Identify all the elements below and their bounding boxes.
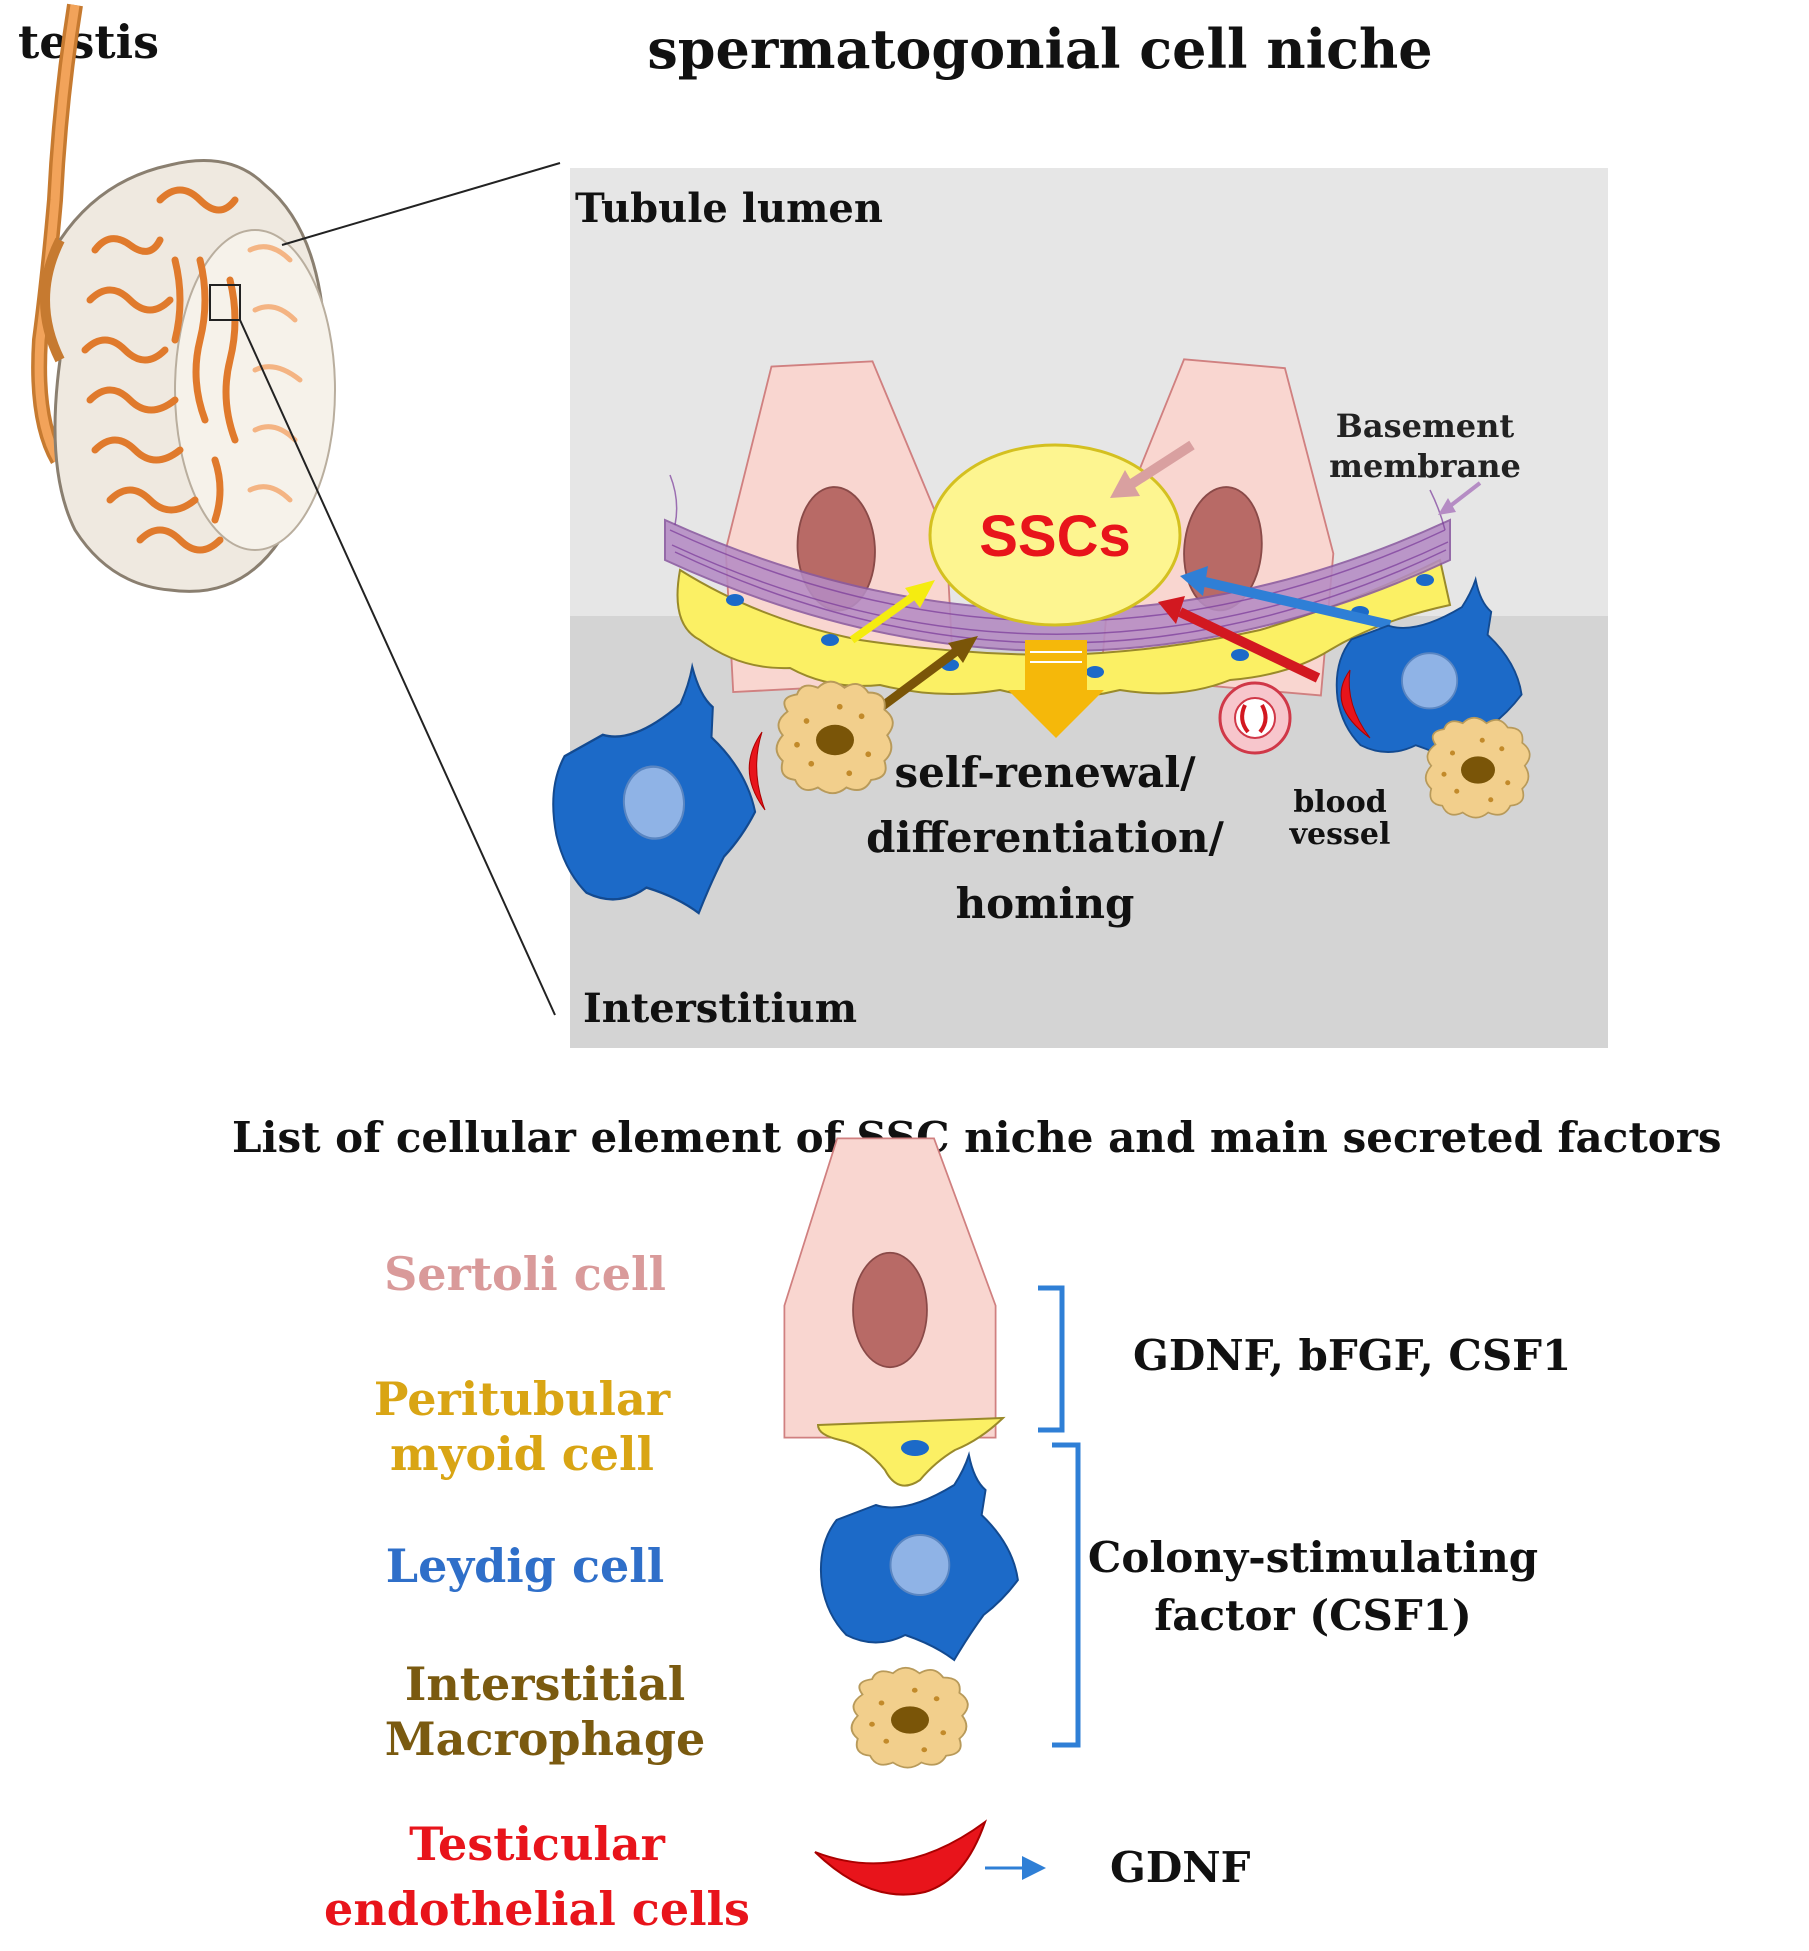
arrow-leydig — [1180, 566, 1392, 630]
testis-label: testis — [18, 15, 159, 69]
legend-endothelial-icon — [814, 1819, 987, 1896]
outcome-line1: self-renewal/ — [894, 748, 1196, 797]
basement-membrane-band — [664, 518, 1451, 652]
zoom-line-top — [281, 162, 561, 246]
blood-vessel — [1218, 681, 1292, 755]
arrow-endothelial — [1158, 596, 1321, 683]
factors-group2-line2: factor (CSF1) — [1154, 1591, 1472, 1640]
factors-endothelial: GDNF — [1110, 1843, 1251, 1892]
legend-endothelial-label-line1: Testicular — [409, 1817, 666, 1871]
outcome-line3: homing — [956, 879, 1135, 928]
endothelial-cell-right — [1340, 669, 1371, 739]
basement-membrane-label-line2: membrane — [1329, 447, 1521, 485]
legend-macrophage-label-line1: Interstitial — [405, 1657, 685, 1711]
myoid-cells-band — [676, 558, 1452, 699]
legend-sertoli-label: Sertoli cell — [384, 1247, 666, 1301]
arrow-myoid — [849, 580, 935, 644]
legend-myoid-icon — [816, 1416, 1006, 1487]
tubule-lumen-label: Tubule lumen — [575, 185, 883, 232]
ssc-label: SSCs — [979, 504, 1131, 569]
endothelial-cell-left — [748, 731, 766, 811]
blood-vessel-label-line1: blood — [1293, 785, 1386, 820]
arrow-macrophage — [877, 636, 978, 712]
legend-macrophage-label-line2: Macrophage — [385, 1712, 706, 1766]
legend-myoid-label-line1: Peritubular — [374, 1372, 671, 1426]
legend-endothelial-label-line2: endothelial cells — [324, 1882, 750, 1936]
outcome-line2: differentiation/ — [866, 813, 1224, 862]
legend-leydig-icon — [819, 1454, 1019, 1661]
bracket-group1 — [1038, 1285, 1065, 1433]
list-title: List of cellular element of SSC niche an… — [232, 1113, 1722, 1162]
legend-sertoli-icon — [783, 1137, 997, 1439]
macrophage-left — [775, 680, 894, 795]
testis-illustration — [31, 3, 336, 593]
basement-membrane-label-line1: Basement — [1336, 407, 1515, 445]
outcome-arrow — [1008, 640, 1104, 738]
legend-macrophage-icon — [850, 1666, 969, 1769]
factors-group1: GDNF, bFGF, CSF1 — [1133, 1331, 1571, 1380]
macrophage-right — [1424, 716, 1531, 819]
blood-vessel-label-line2: vessel — [1289, 817, 1391, 852]
arrow-sertoli — [1110, 440, 1195, 498]
interstitium-label: Interstitium — [583, 985, 857, 1032]
legend-myoid-label-line2: myoid cell — [390, 1427, 654, 1481]
bracket-group2 — [1052, 1442, 1081, 1748]
factors-group2-line1: Colony-stimulating — [1088, 1533, 1538, 1582]
legend-leydig-label: Leydig cell — [386, 1539, 664, 1593]
figure-title: spermatogonial cell niche — [647, 17, 1432, 81]
zoom-line-bottom — [239, 319, 556, 1016]
